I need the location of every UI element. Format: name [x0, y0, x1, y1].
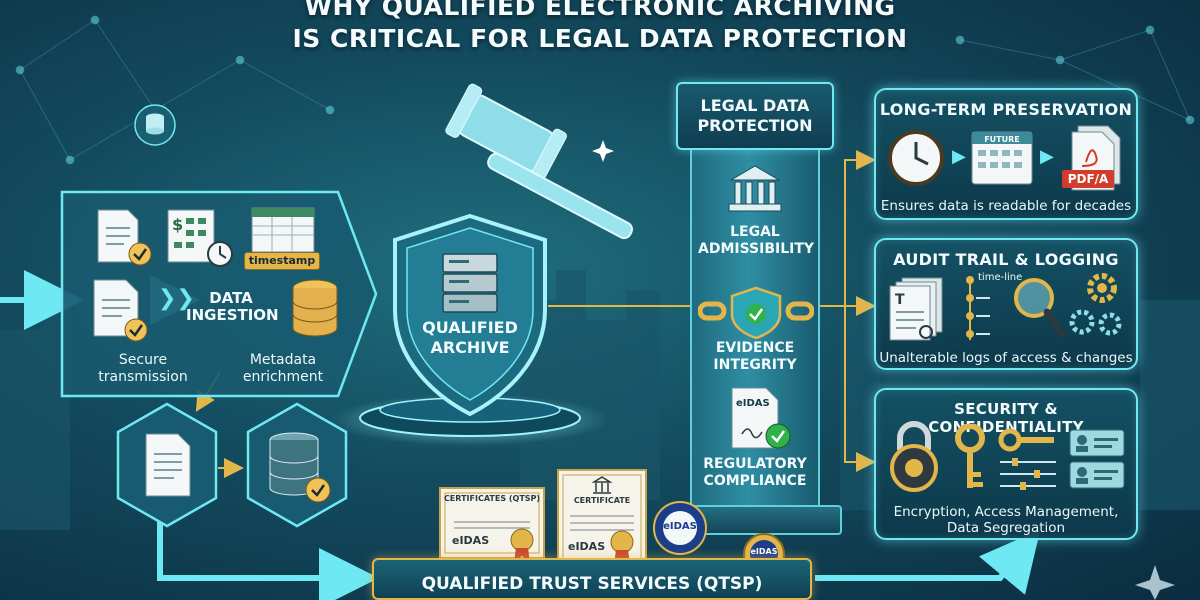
audit-title: AUDIT TRAIL & LOGGING [893, 250, 1119, 269]
eidas-seal-blue-label: eIDAS [663, 521, 697, 532]
eidas-document-icon [731, 387, 791, 449]
timeline-label: time-line [978, 272, 1023, 283]
page-title-line1: WHY QUALIFIED ELECTRONIC ARCHIVING [304, 0, 896, 21]
audit-caption: Unalterable logs of access & changes [879, 350, 1133, 366]
svg-text:T: T [895, 292, 905, 308]
regulatory-compliance-label: REGULATORY COMPLIANCE [703, 456, 807, 489]
eidas-doc-label: eIDAS [736, 398, 770, 409]
security-title: SECURITY & CONFIDENTIALITY [928, 400, 1084, 436]
certificate-qtsp-eidas: eIDAS [452, 534, 490, 547]
data-ingestion-label: DATA INGESTION [186, 289, 279, 324]
document-check-icon-2 [93, 279, 148, 342]
secure-transmission-text: Secure transmission [98, 352, 188, 385]
calendar-icon [971, 131, 1033, 185]
padlock-icon [890, 421, 938, 492]
evidence-integrity-label: EVIDENCE INTEGRITY [713, 340, 797, 373]
spreadsheet-clock-icon: $ [167, 209, 233, 267]
gold-seal-icon [510, 528, 534, 562]
chevron-arrows-icon: ❯❯ [158, 286, 195, 311]
qualified-archive-label: QUALIFIED ARCHIVE [422, 318, 518, 357]
database-icon [292, 279, 338, 337]
document-check-icon [97, 209, 152, 266]
gears-icon [1069, 273, 1122, 336]
document-stack-icon: T [889, 277, 943, 341]
chain-shield-icon [698, 286, 814, 340]
security-caption-line1: Encryption, Access Management, [893, 504, 1119, 520]
hexagon-database [246, 402, 348, 528]
hexagon-document [116, 402, 218, 528]
arrow-right-icon: ▶ [952, 146, 966, 167]
qualified-archive-shield [393, 213, 547, 417]
qtsp-banner-label: QUALIFIED TRUST SERVICES (QTSP) [421, 574, 763, 594]
pdfa-badge: PDF/A [1062, 170, 1114, 188]
timeline-icon [966, 276, 990, 340]
certificate-qtsp-title: CERTIFICATES (QTSP) [443, 494, 541, 503]
magnifier-icon [1014, 278, 1066, 338]
key-icon [955, 424, 985, 488]
timestamp-sheet-icon [251, 207, 315, 253]
metadata-enrichment-label: Metadata enrichment [228, 352, 338, 386]
certificate-main [557, 469, 647, 571]
pillar-capital [676, 82, 834, 150]
eidas-seal-blue [653, 501, 707, 555]
svg-text:$: $ [172, 215, 183, 234]
audit-trail-panel: AUDIT TRAIL & LOGGING Unalterable logs o… [874, 238, 1138, 370]
legal-admissibility-label: LEGAL ADMISSIBILITY [698, 224, 815, 257]
eidas-seal-gold-label: eIDAS [750, 547, 778, 556]
secure-transmission-label: Secure transmission [88, 352, 198, 386]
timestamp-badge: timestamp [244, 252, 320, 270]
preservation-title: LONG-TERM PRESERVATION [879, 100, 1133, 119]
preservation-caption: Ensures data is readable for decades [880, 198, 1132, 214]
page-title-line2: IS CRITICAL FOR LEGAL DATA PROTECTION [292, 24, 908, 53]
certificate-main-eidas: eIDAS [568, 540, 606, 553]
id-cards-icon [1069, 429, 1125, 489]
courthouse-icon [728, 165, 782, 212]
pillar-title: LEGAL DATA PROTECTION [697, 96, 813, 135]
key-sliders-icon [998, 428, 1056, 490]
arrow-right-icon-2: ▶ [1040, 146, 1054, 167]
gavel-icon [445, 83, 633, 240]
security-caption-line2: Data Segregation [946, 520, 1066, 536]
calendar-future-label: FUTURE [984, 135, 1020, 144]
qtsp-banner: QUALIFIED TRUST SERVICES (QTSP) [372, 558, 812, 600]
clock-icon [888, 130, 944, 186]
metadata-enrichment-text: Metadata enrichment [242, 352, 324, 385]
certificate-main-title: CERTIFICATE [573, 496, 631, 505]
